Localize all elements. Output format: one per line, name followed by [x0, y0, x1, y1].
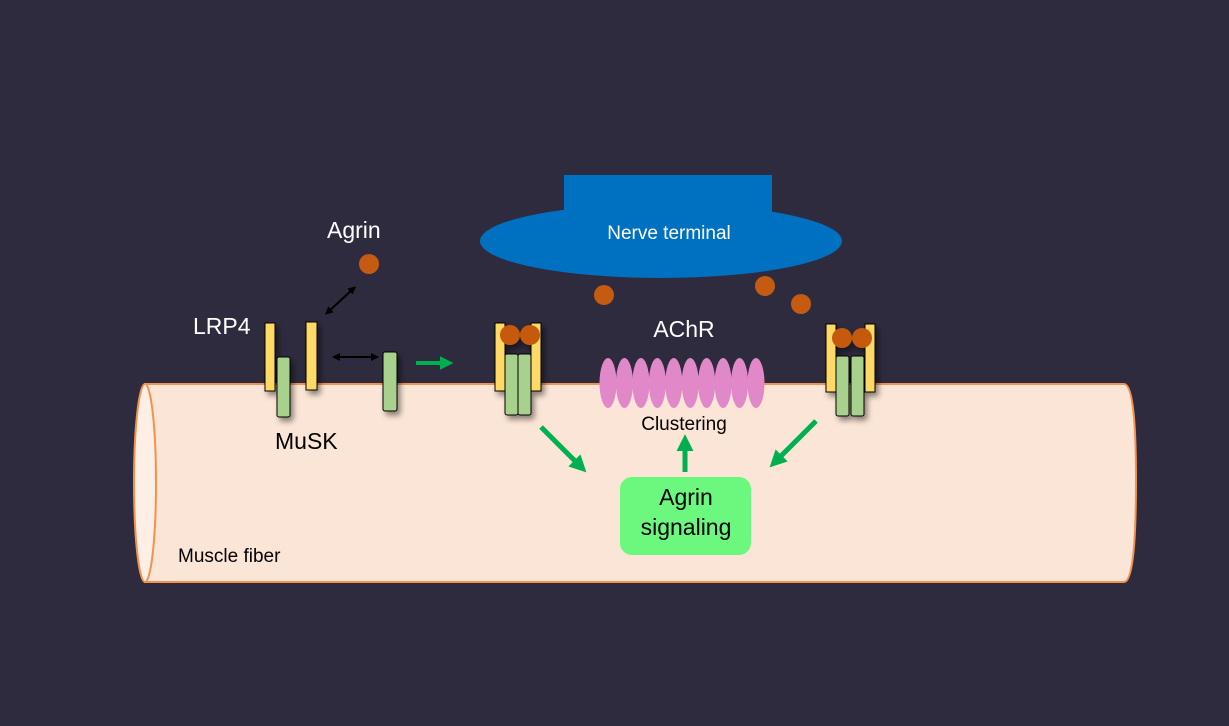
agrin-molecule: [359, 254, 379, 274]
achr-subunit: [615, 358, 633, 408]
lrp4-musk-unbound: [264, 321, 398, 418]
achr-subunit: [714, 358, 732, 408]
musk-receptor: [517, 353, 532, 416]
muscle-fiber-label: Muscle fiber: [178, 546, 281, 567]
lrp4-receptor: [864, 323, 876, 393]
achr-subunit: [731, 358, 749, 408]
achr-subunit: [665, 358, 683, 408]
achr-subunit: [681, 358, 699, 408]
muscle-fiber-end: [133, 383, 157, 583]
agrin-molecule: [832, 328, 852, 348]
agrin-molecule: [520, 325, 540, 345]
signal-arrow-left: [539, 425, 587, 473]
musk-receptor: [850, 355, 865, 417]
achr-subunit: [747, 358, 765, 408]
agrin-molecule: [500, 325, 520, 345]
lrp4-label: LRP4: [193, 313, 251, 339]
agrin-lrp4-musk-complex: [825, 323, 876, 417]
achr-label: AChR: [653, 316, 714, 342]
nerve-terminal: Nerve terminal: [480, 175, 842, 278]
agrin-signaling-label-line2: signaling: [641, 514, 732, 540]
nerve-terminal-axon: [564, 175, 772, 217]
achr-subunit: [698, 358, 716, 408]
achr-subunit: [648, 358, 666, 408]
lrp4-receptor: [264, 322, 276, 392]
nerve-terminal-body: [480, 204, 842, 278]
agrin-molecule: [852, 328, 872, 348]
agrin-molecule: [755, 276, 775, 296]
achr-subunit: [599, 358, 617, 408]
agrin-molecule: [791, 294, 811, 314]
achr-subunit: [632, 358, 650, 408]
agrin-signaling-box: Agrin signaling: [620, 477, 751, 555]
musk-label: MuSK: [275, 428, 338, 454]
musk-receptor: [504, 353, 519, 416]
signal-arrow-right: [769, 419, 818, 468]
lrp4-receptor: [305, 321, 318, 391]
musk-receptor: [276, 356, 291, 418]
nerve-terminal-label: Nerve terminal: [607, 223, 731, 244]
agrin-molecule: [594, 285, 614, 305]
musk-receptor: [835, 355, 850, 417]
clustering-label: Clustering: [641, 414, 727, 435]
agrin-lrp4-interaction-arrow: [325, 286, 356, 315]
agrin-signaling-label-line1: Agrin: [659, 484, 713, 510]
achr-cluster: [599, 358, 765, 408]
agrin-label: Agrin: [327, 217, 381, 243]
agrin-signaling-background: [620, 477, 751, 555]
musk-receptor: [382, 351, 398, 412]
agrin-lrp4-musk-complex: [494, 322, 542, 416]
